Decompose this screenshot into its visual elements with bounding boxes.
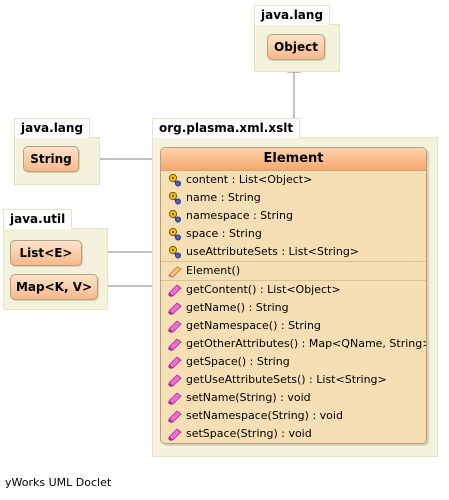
footer-credit: yWorks UML Doclet <box>5 476 112 489</box>
method-row: setNamespace(String) : void <box>161 407 426 425</box>
method-icon <box>168 392 182 405</box>
member-signature: getSpace() : String <box>186 355 290 368</box>
package-tab: java.lang <box>254 5 331 25</box>
method-row: setName(String) : void <box>161 389 426 407</box>
method-row: getContent() : List<Object> <box>161 281 426 299</box>
member-signature: name : String <box>186 191 261 204</box>
package-java-lang-object: java.lang Object <box>254 5 340 72</box>
member-signature: setName(String) : void <box>186 391 311 404</box>
class-name: String <box>30 152 72 166</box>
method-icon <box>168 428 182 441</box>
field-key-icon <box>168 191 181 205</box>
member-signature: getContent() : List<Object> <box>186 283 341 296</box>
method-row: getName() : String <box>161 299 426 317</box>
method-icon <box>168 374 182 387</box>
member-signature: getUseAttributeSets() : List<String> <box>186 373 387 386</box>
class-name: List<E> <box>19 246 73 260</box>
method-row: getUseAttributeSets() : List<String> <box>161 371 426 389</box>
method-icon <box>168 338 182 351</box>
field-key-icon <box>168 209 181 223</box>
method-row: getNamespace() : String <box>161 317 426 335</box>
method-icon <box>168 302 182 315</box>
field-key-icon <box>168 245 181 259</box>
field-row: content : List<Object> <box>161 171 426 189</box>
class-element-name: Element <box>161 148 426 171</box>
member-signature: useAttributeSets : List<String> <box>186 245 360 258</box>
class-list[interactable]: List<E> <box>10 240 82 266</box>
method-row: getSpace() : String <box>161 353 426 371</box>
method-icon <box>168 284 182 297</box>
field-row: useAttributeSets : List<String> <box>161 243 426 261</box>
member-signature: Element() <box>186 264 241 277</box>
package-java-util: java.util List<E> Map<K, V> <box>3 209 108 310</box>
class-name: Object <box>274 40 318 54</box>
method-icon <box>168 356 182 369</box>
field-row: name : String <box>161 189 426 207</box>
member-signature: setNamespace(String) : void <box>186 409 343 422</box>
member-signature: getName() : String <box>186 301 289 314</box>
methods-section: getContent() : List<Object> getName() : S… <box>161 281 426 443</box>
field-row: space : String <box>161 225 426 243</box>
class-object[interactable]: Object <box>267 34 325 60</box>
method-row: setSpace(String) : void <box>161 425 426 443</box>
member-signature: getNamespace() : String <box>186 319 321 332</box>
field-row: namespace : String <box>161 207 426 225</box>
field-key-icon <box>168 173 181 187</box>
package-java-lang-string: java.lang String <box>14 118 100 185</box>
member-signature: setSpace(String) : void <box>186 427 312 440</box>
method-row: getOtherAttributes() : Map<QName, String… <box>161 335 426 353</box>
method-icon <box>168 320 182 333</box>
constructor-row: Element() <box>161 262 426 280</box>
constructors-section: Element() <box>161 262 426 281</box>
field-key-icon <box>168 227 181 241</box>
member-signature: space : String <box>186 227 262 240</box>
class-map[interactable]: Map<K, V> <box>10 274 98 300</box>
fields-section: content : List<Object> name : String names… <box>161 171 426 262</box>
class-name: Map<K, V> <box>15 280 93 294</box>
member-signature: getOtherAttributes() : Map<QName, String… <box>186 337 427 350</box>
constructor-icon <box>168 266 182 278</box>
class-element[interactable]: Element content : List<Object> name : Str… <box>160 147 427 444</box>
package-tab: java.util <box>3 209 73 229</box>
member-signature: namespace : String <box>186 209 293 222</box>
member-signature: content : List<Object> <box>186 173 313 186</box>
package-tab: org.plasma.xml.xslt <box>152 118 301 138</box>
package-tab: java.lang <box>14 118 91 138</box>
method-icon <box>168 410 182 423</box>
class-string[interactable]: String <box>23 146 79 172</box>
